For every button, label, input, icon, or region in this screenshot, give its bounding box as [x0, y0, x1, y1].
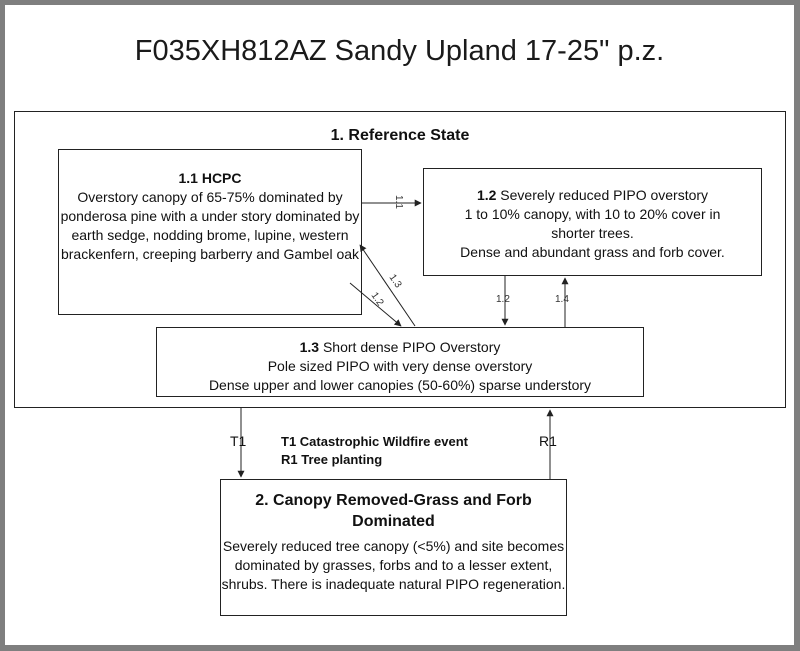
restoration-r1-label: R1 — [539, 433, 557, 449]
transition-legend: T1 Catastrophic Wildfire event R1 Tree p… — [281, 433, 468, 469]
community-1-2-box: 1.2 Severely reduced PIPO overstory 1 to… — [423, 168, 762, 276]
community-1-2-line: 1 to 10% canopy, with 10 to 20% cover in — [464, 206, 721, 222]
pathway-1-3-arrow — [359, 244, 416, 327]
community-1-2-line: Dense and abundant grass and forb cover. — [460, 244, 725, 260]
pathway-1-2-diag-label: 1.2 — [369, 290, 386, 308]
legend-r1: R1 Tree planting — [281, 452, 383, 467]
community-1-3-name: Short dense PIPO Overstory — [322, 339, 501, 355]
community-1-3-box: 1.3 Short dense PIPO Overstory Pole size… — [156, 327, 644, 397]
community-1-1-id: 1.1 HCPC — [178, 170, 242, 186]
community-1-1-text: Overstory canopy of 65-75% dominated by … — [60, 189, 360, 262]
community-1-2-id: 1.2 — [476, 187, 497, 203]
reference-state-title: 1. Reference State — [330, 127, 470, 144]
community-1-3-id: 1.3 — [299, 339, 320, 355]
pathway-1-1-label: 1.1 — [393, 195, 404, 209]
community-1-2-line: shorter trees. — [551, 225, 634, 241]
diagram-title: F035XH812AZ Sandy Upland 17-25" p.z. — [134, 35, 665, 67]
community-1-2-name: Severely reduced PIPO overstory — [500, 187, 709, 203]
state-2-box: 2. Canopy Removed-Grass and Forb Dominat… — [220, 479, 567, 616]
state-2-text: Severely reduced tree canopy (<5%) and s… — [221, 538, 566, 592]
community-1-3-line: Dense upper and lower canopies (50-60%) … — [208, 377, 592, 393]
pathway-1-2-label: 1.2 — [496, 294, 510, 305]
pathway-arrows: 1.1 1.2 1.3 1.2 1.4 — [237, 195, 569, 479]
community-1-3-line: Pole sized PIPO with very dense overstor… — [267, 358, 533, 374]
pathway-1-4-label: 1.4 — [555, 294, 569, 305]
pathway-1-2-diag-arrow — [349, 282, 402, 327]
legend-t1: T1 Catastrophic Wildfire event — [281, 434, 468, 449]
community-1-1-box: 1.1 HCPC Overstory canopy of 65-75% domi… — [58, 149, 362, 315]
diagram-canvas: F035XH812AZ Sandy Upland 17-25" p.z. 1. … — [5, 5, 794, 645]
state-2-title: 2. Canopy Removed-Grass and Forb Dominat… — [255, 492, 532, 530]
transition-t1-label: T1 — [230, 433, 247, 449]
